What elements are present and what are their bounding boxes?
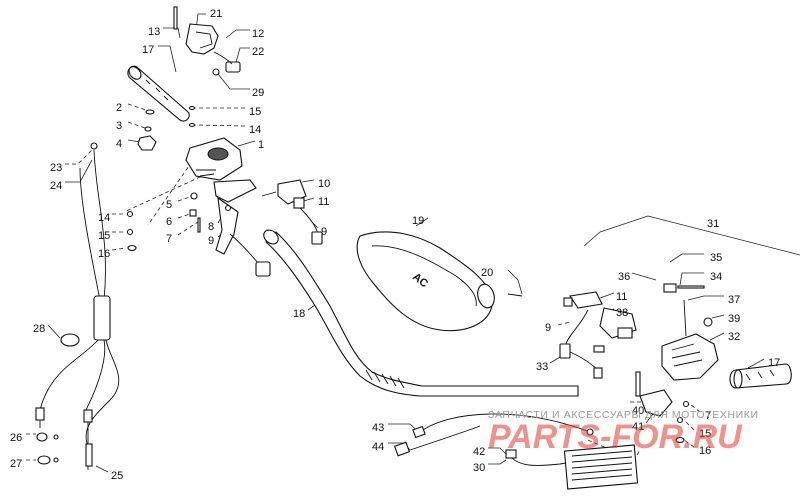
right-switch-assembly bbox=[559, 283, 719, 417]
leader-lines bbox=[26, 13, 800, 473]
callout-26: 26 bbox=[10, 432, 22, 444]
callout-2: 2 bbox=[116, 102, 122, 114]
callout-4: 4 bbox=[116, 138, 122, 150]
small-fasteners-left bbox=[126, 192, 232, 252]
callout-27: 27 bbox=[10, 458, 22, 470]
callout-20: 20 bbox=[481, 267, 493, 279]
callout-24: 24 bbox=[50, 180, 62, 192]
callout-41: 41 bbox=[632, 421, 644, 433]
callout-30: 30 bbox=[473, 462, 485, 474]
callout-32: 32 bbox=[728, 331, 740, 343]
callout-11: 11 bbox=[318, 196, 329, 208]
callout-23: 23 bbox=[50, 162, 62, 174]
callout-17: 17 bbox=[768, 357, 780, 369]
callout-14: 14 bbox=[98, 212, 110, 224]
callout-3: 3 bbox=[116, 120, 122, 132]
callout-9: 9 bbox=[321, 226, 327, 238]
switch-assembly-left bbox=[261, 179, 323, 245]
callout-36: 36 bbox=[618, 271, 630, 283]
throttle-cable bbox=[35, 142, 120, 470]
callout-16: 16 bbox=[699, 445, 711, 457]
callout-10: 10 bbox=[318, 178, 330, 190]
callout-9: 9 bbox=[208, 235, 214, 247]
callout-15: 15 bbox=[699, 428, 711, 440]
callout-7: 7 bbox=[705, 410, 711, 422]
watermark: ЗАПЧАСТИ И АКСЕССУАРЫ ДЛЯ МОТОТЕХНИКИ PA… bbox=[488, 409, 759, 456]
callout-44: 44 bbox=[372, 441, 384, 453]
callout-25: 25 bbox=[111, 470, 123, 482]
callout-17: 17 bbox=[142, 44, 154, 56]
callout-15: 15 bbox=[98, 230, 110, 242]
watermark-text: ЗАПЧАСТИ И АКСЕССУАРЫ ДЛЯ МОТОТЕХНИКИ bbox=[488, 409, 759, 421]
callout-5: 5 bbox=[166, 199, 172, 211]
callout-22: 22 bbox=[252, 46, 264, 58]
callout-7: 7 bbox=[166, 233, 172, 245]
callout-21: 21 bbox=[210, 8, 222, 20]
callout-9: 9 bbox=[545, 322, 551, 334]
callout-16: 16 bbox=[98, 248, 110, 260]
callout-14: 14 bbox=[249, 124, 261, 136]
mirror-bracket-assembly bbox=[173, 6, 241, 76]
callout-8: 8 bbox=[208, 221, 214, 233]
callout-35: 35 bbox=[710, 252, 722, 264]
watermark-logo: PARTS-FOR.RU bbox=[488, 418, 743, 456]
handlebar-grip-left bbox=[127, 65, 190, 122]
callout-37: 37 bbox=[728, 294, 740, 306]
callout-43: 43 bbox=[372, 422, 384, 434]
callout-11: 11 bbox=[616, 291, 627, 303]
callout-33: 33 bbox=[536, 361, 548, 373]
callout-34: 34 bbox=[710, 271, 722, 283]
callout-18: 18 bbox=[293, 308, 305, 320]
small-fasteners-right bbox=[675, 400, 690, 444]
callout-15: 15 bbox=[249, 106, 261, 118]
handlebar-grip-right bbox=[729, 363, 792, 389]
callout-42: 42 bbox=[473, 446, 485, 458]
callout-1: 1 bbox=[258, 139, 264, 151]
callout-12: 12 bbox=[252, 28, 264, 40]
handlebar-pad: AC bbox=[356, 231, 523, 332]
callout-38: 38 bbox=[616, 307, 628, 319]
callout-39: 39 bbox=[728, 313, 740, 325]
callout-31: 31 bbox=[707, 218, 719, 230]
handlebar bbox=[263, 229, 579, 397]
brake-cable-heater bbox=[393, 413, 639, 490]
callout-6: 6 bbox=[166, 216, 172, 228]
washers-upper bbox=[137, 105, 196, 151]
callout-28: 28 bbox=[33, 323, 45, 335]
callout-13: 13 bbox=[148, 26, 160, 38]
callout-29: 29 bbox=[252, 87, 264, 99]
callout-19: 19 bbox=[412, 215, 424, 227]
callout-40: 40 bbox=[632, 405, 644, 417]
throttle-housing bbox=[185, 137, 271, 277]
